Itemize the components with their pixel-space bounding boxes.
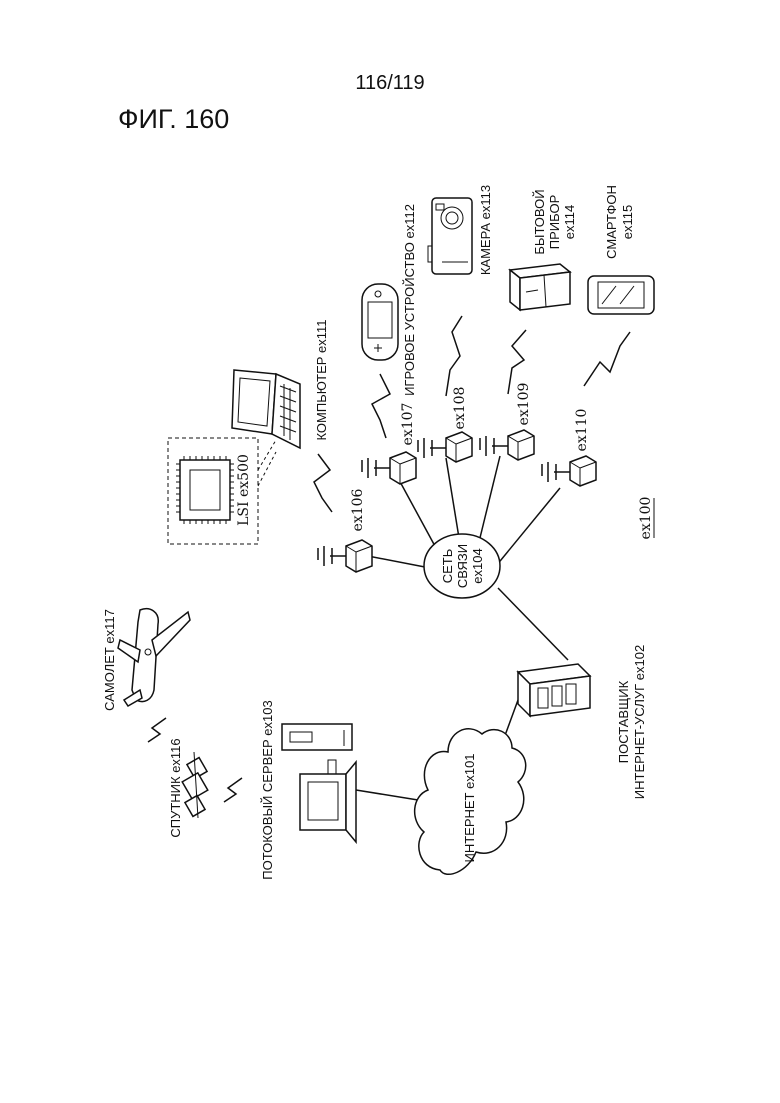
link-network-isp — [498, 588, 568, 660]
smartphone-label-1: СМАРТФОН — [604, 185, 619, 259]
bs-code-ex106: ex106 — [350, 488, 366, 531]
smartphone-label-group: СМАРТФОН ex115 — [604, 185, 635, 259]
satellite-label: СПУТНИК ex116 — [168, 738, 183, 837]
satellite-icon — [182, 752, 208, 818]
base-station-ex108 — [418, 432, 472, 462]
camera-label-group: КАМЕРА ex113 — [478, 185, 493, 275]
computer-icon — [232, 370, 300, 448]
appliance-label-2: ПРИБОР — [547, 195, 562, 250]
smartphone-icon — [588, 276, 654, 314]
bs-code-ex107: ex107 — [400, 403, 416, 446]
link-server-internet — [356, 790, 418, 800]
network-label-1: СЕТЬ — [440, 549, 455, 584]
isp-label-group: ПОСТАВЩИК ИНТЕРНЕТ-УСЛУГ ex102 — [616, 645, 647, 799]
computer-label-group: КОМПЬЮТЕР ex111 — [314, 319, 329, 440]
airplane-icon — [118, 609, 190, 706]
streaming-server-label-group: ПОТОКОВЫЙ СЕРВЕР ex103 — [260, 700, 275, 879]
bs-code-ex109: ex109 — [516, 383, 532, 426]
network-label-code: ex104 — [470, 548, 485, 583]
system-code-group: ex100 — [638, 497, 654, 540]
appliance-label-code: ex114 — [562, 205, 577, 239]
game-device-label: ИГРОВОЕ УСТРОЙСТВО ex112 — [402, 204, 417, 396]
system-code: ex100 — [638, 497, 654, 540]
game-device-label-group: ИГРОВОЕ УСТРОЙСТВО ex112 — [402, 204, 417, 396]
isp-label-2: ИНТЕРНЕТ-УСЛУГ ex102 — [632, 645, 647, 799]
link-bs107-network — [398, 478, 436, 548]
link-bs110-network — [496, 488, 560, 566]
network-node: СЕТЬ СВЯЗИ ex104 — [424, 534, 500, 598]
appliance-icon — [510, 264, 570, 310]
internet-label: ИНТЕРНЕТ ex101 — [462, 753, 477, 862]
lsi-chip-box: LSI ex500 — [168, 438, 276, 544]
bs-code-ex108: ex108 — [452, 387, 468, 430]
base-station-ex109 — [480, 430, 534, 460]
zigzag-bs106-computer — [314, 454, 332, 512]
link-bs109-network — [478, 456, 500, 546]
smartphone-label-code: ex115 — [620, 205, 635, 239]
isp-label-1: ПОСТАВЩИК — [616, 680, 631, 763]
streaming-server-icon — [282, 724, 356, 842]
link-bs108-network — [446, 458, 460, 544]
appliance-label-1: БЫТОВОЙ — [532, 189, 547, 254]
lsi-label: LSI ex500 — [236, 454, 252, 526]
link-bs106-network — [368, 556, 430, 568]
base-station-ex106 — [318, 540, 372, 572]
camera-icon — [428, 198, 472, 274]
game-device-icon — [362, 284, 398, 360]
bs-code-ex110: ex110 — [574, 409, 590, 452]
satellite-label-group: СПУТНИК ex116 — [168, 738, 183, 837]
internet-cloud: ИНТЕРНЕТ ex101 — [415, 729, 526, 874]
appliance-label-group: БЫТОВОЙ ПРИБОР ex114 — [532, 189, 577, 254]
computer-label: КОМПЬЮТЕР ex111 — [314, 319, 329, 440]
streaming-server-label: ПОТОКОВЫЙ СЕРВЕР ex103 — [260, 700, 275, 879]
zigzag-bs110-smartphone — [584, 332, 630, 386]
camera-label: КАМЕРА ex113 — [478, 185, 493, 275]
zigzag-satellite-server — [224, 778, 242, 802]
zigzag-bs107-game — [372, 374, 390, 438]
base-station-ex107 — [362, 452, 416, 484]
zigzag-satellite-airplane — [148, 718, 166, 742]
zigzag-bs108-camera — [446, 316, 462, 396]
base-station-ex110 — [542, 456, 596, 486]
airplane-label-group: САМОЛЕТ ex117 — [102, 609, 117, 711]
network-label-2: СВЯЗИ — [455, 544, 470, 588]
wireless-links — [148, 316, 630, 802]
isp-server-icon — [518, 664, 590, 716]
airplane-label: САМОЛЕТ ex117 — [102, 609, 117, 711]
